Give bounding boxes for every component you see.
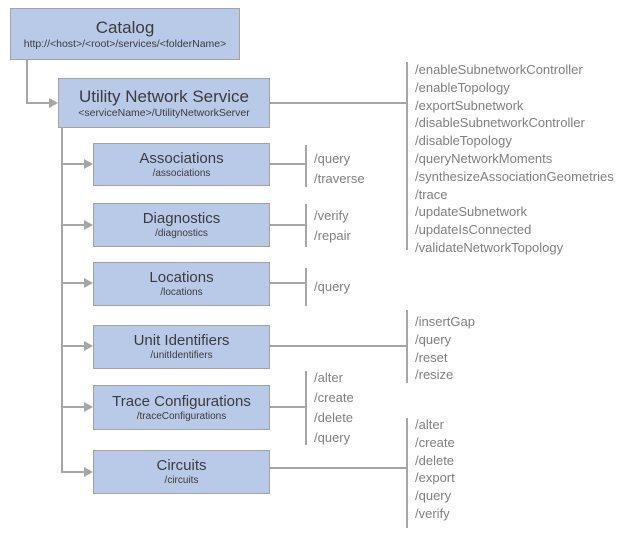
operation: /enableSubnetworkController xyxy=(415,62,583,77)
operation: /alter xyxy=(314,370,343,385)
bracket-circuits-operations xyxy=(406,418,408,528)
connector-branch-circuits xyxy=(61,471,85,473)
connector-unit-identifiers-operations xyxy=(270,345,407,347)
connector-catalog-down xyxy=(26,60,28,104)
operation: /verify xyxy=(314,208,349,223)
operation: /query xyxy=(415,331,452,347)
node-unit-identifiers-title: Unit Identifiers xyxy=(133,332,230,349)
node-associations: Associations /associations xyxy=(93,143,270,186)
operation: /reset xyxy=(415,349,448,365)
operation: /disableSubnetworkController xyxy=(415,115,585,131)
node-diagnostics-title: Diagnostics xyxy=(142,210,221,227)
operations-list-utility-network-service: /enableSubnetworkController /enableTopol… xyxy=(415,61,614,257)
operations-list-unit-identifiers: /insertGap /query /reset /resize xyxy=(415,313,475,384)
node-associations-path: /associations xyxy=(152,167,211,179)
operation: /synthesizeAssociationGeometries xyxy=(415,168,614,184)
connector-diagnostics-operations xyxy=(270,224,306,226)
operation: /updateIsConnected xyxy=(415,222,532,238)
operation: /query xyxy=(314,279,351,294)
operation: /query xyxy=(314,430,351,445)
node-circuits: Circuits /circuits xyxy=(93,450,270,494)
node-utility-network-service-title: Utility Network Service xyxy=(78,86,250,106)
node-associations-title: Associations xyxy=(139,149,224,167)
operation: /insertGap xyxy=(415,314,475,329)
operation: /enableTopology xyxy=(415,79,510,95)
connector-branch-trace-configurations xyxy=(61,406,85,408)
connector-trace-configurations-operations xyxy=(270,406,306,408)
operations-list-associations: /query /traverse xyxy=(314,149,365,189)
connector-uns-operations xyxy=(270,102,407,104)
node-catalog: Catalog http://<host>/<root>/services/<f… xyxy=(10,8,240,60)
node-trace-configurations-path: /traceConfigurations xyxy=(136,410,227,422)
node-circuits-path: /circuits xyxy=(164,475,199,486)
connector-branch-associations xyxy=(61,163,85,165)
operation: /updateSubnetwork xyxy=(415,204,528,220)
arrowhead-diagnostics xyxy=(84,220,93,230)
bracket-diagnostics-operations xyxy=(305,204,307,247)
connector-catalog-across xyxy=(26,102,50,104)
arrowhead-utility-network-service xyxy=(49,98,58,108)
operation: /traverse xyxy=(314,171,365,186)
operation: /queryNetworkMoments xyxy=(415,150,553,166)
arrowhead-circuits xyxy=(84,467,93,477)
node-locations-path: /locations xyxy=(160,287,203,298)
operations-list-locations: /query xyxy=(314,277,350,297)
operation: /create xyxy=(415,434,455,450)
arrowhead-unit-identifiers xyxy=(84,341,93,351)
connector-associations-operations xyxy=(270,163,306,165)
operation: /create xyxy=(314,390,354,405)
operation: /repair xyxy=(314,228,351,243)
node-locations-title: Locations xyxy=(149,269,214,286)
operation: /alter xyxy=(415,417,444,432)
operation: /delete xyxy=(314,410,354,425)
connector-trunk xyxy=(61,128,63,473)
operation: /trace xyxy=(415,186,448,202)
bracket-associations-operations xyxy=(305,145,307,187)
node-diagnostics: Diagnostics /diagnostics xyxy=(93,203,270,247)
connector-circuits-operations xyxy=(270,467,407,469)
operation: /disableTopology xyxy=(415,133,512,149)
node-trace-configurations: Trace Configurations /traceConfiguration… xyxy=(93,385,270,430)
node-circuits-title: Circuits xyxy=(156,457,207,474)
bracket-locations-operations xyxy=(305,268,307,306)
arrowhead-trace-configurations xyxy=(84,402,93,412)
node-utility-network-service: Utility Network Service <serviceName>/Ut… xyxy=(58,78,270,128)
node-unit-identifiers: Unit Identifiers /unitIdentifiers xyxy=(93,325,270,369)
bracket-unit-identifiers-operations xyxy=(406,310,408,383)
operation: /query xyxy=(415,488,452,504)
connector-branch-diagnostics xyxy=(61,224,85,226)
operation: /query xyxy=(314,151,351,166)
bracket-trace-configurations-operations xyxy=(305,371,307,445)
operation: /validateNetworkTopology xyxy=(415,239,564,255)
connector-branch-locations xyxy=(61,282,85,284)
arrowhead-associations xyxy=(84,159,93,169)
node-catalog-url: http://<host>/<root>/services/<folderNam… xyxy=(23,37,227,50)
bracket-uns-operations xyxy=(406,62,408,250)
node-unit-identifiers-path: /unitIdentifiers xyxy=(150,350,213,361)
node-trace-configurations-title: Trace Configurations xyxy=(112,392,251,410)
operations-list-circuits: /alter /create /delete /export /query /v… xyxy=(415,416,455,523)
operations-list-diagnostics: /verify /repair xyxy=(314,206,351,246)
node-locations: Locations /locations xyxy=(93,262,270,306)
operations-list-trace-configurations: /alter /create /delete /query xyxy=(314,368,354,448)
operation: /resize xyxy=(415,367,454,383)
operation: /export xyxy=(415,470,455,486)
operation: /verify xyxy=(415,505,450,521)
operation: /delete xyxy=(415,452,455,468)
connector-locations-operations xyxy=(270,282,306,284)
node-catalog-title: Catalog xyxy=(95,17,155,37)
operation: /exportSubnetwork xyxy=(415,97,524,113)
node-utility-network-service-path: <serviceName>/UtilityNetworkServer xyxy=(78,106,250,119)
node-diagnostics-path: /diagnostics xyxy=(155,228,208,239)
arrowhead-locations xyxy=(84,278,93,288)
connector-branch-unit-identifiers xyxy=(61,345,85,347)
